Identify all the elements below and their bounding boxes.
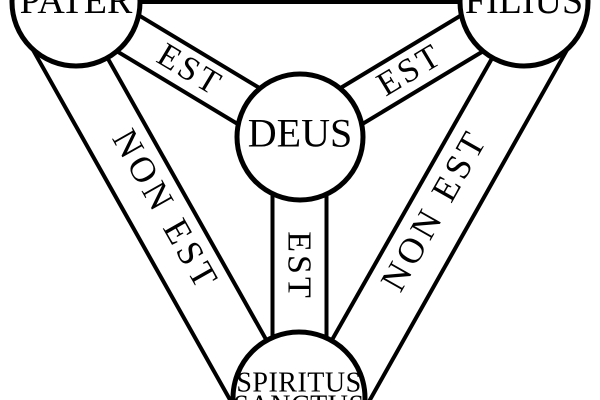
filius-circle bbox=[457, 0, 591, 69]
band-label-deus-spiritus: EST bbox=[281, 231, 318, 300]
deus-circle bbox=[234, 71, 366, 203]
band-pater-spiritus-inner-line bbox=[74, 1, 301, 399]
pater-label: PATER bbox=[20, 0, 133, 22]
spiritus-label-line2: SANCTUS bbox=[233, 391, 364, 400]
band-filius-spiritus-outer-line bbox=[367, 30, 579, 400]
deus-label: DEUS bbox=[248, 111, 352, 156]
pater-circle bbox=[9, 0, 143, 69]
band-filius-spiritus-inner-line bbox=[297, 1, 526, 399]
spiritus-label-line1: SPIRITUS bbox=[236, 368, 361, 399]
band-pater-spiritus-outer-line bbox=[21, 30, 233, 400]
spiritus-sanctus-circle bbox=[230, 329, 368, 400]
filius-label: FILIUS bbox=[465, 0, 583, 22]
